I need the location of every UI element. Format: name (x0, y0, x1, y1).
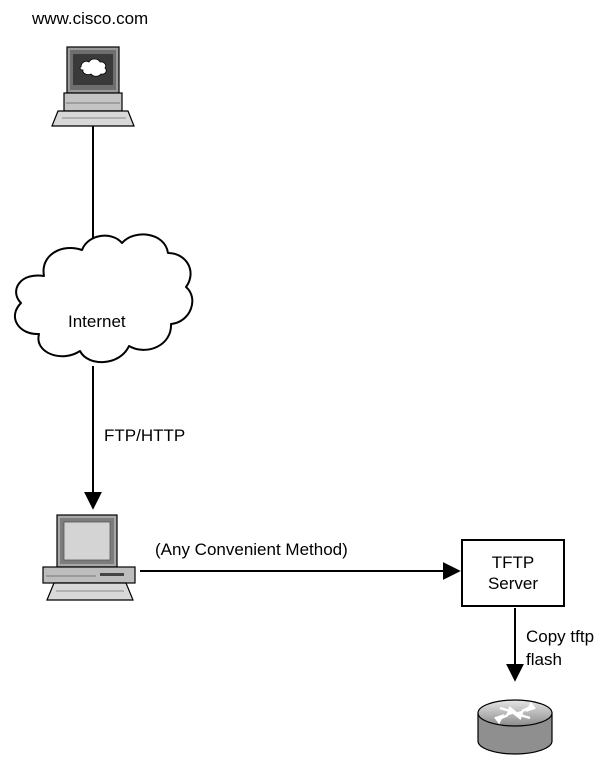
tftp-label-line1: TFTP (491, 553, 535, 572)
cloud-icon (14, 233, 194, 364)
router-icon (477, 699, 553, 755)
copy-tftp-label: Copy tftp (526, 627, 595, 646)
any-method-label: (Any Convenient Method) (155, 540, 348, 559)
tftp-server-box: TFTP Server (461, 539, 565, 607)
server-label: www.cisco.com (32, 9, 149, 28)
desktop-computer-icon (42, 514, 136, 601)
ftp-http-label: FTP/HTTP (104, 426, 186, 445)
tftp-label-line2: Server (487, 574, 539, 593)
flash-label: flash (526, 650, 562, 669)
computer-terminal-icon (51, 46, 135, 127)
internet-label: Internet (68, 312, 126, 331)
